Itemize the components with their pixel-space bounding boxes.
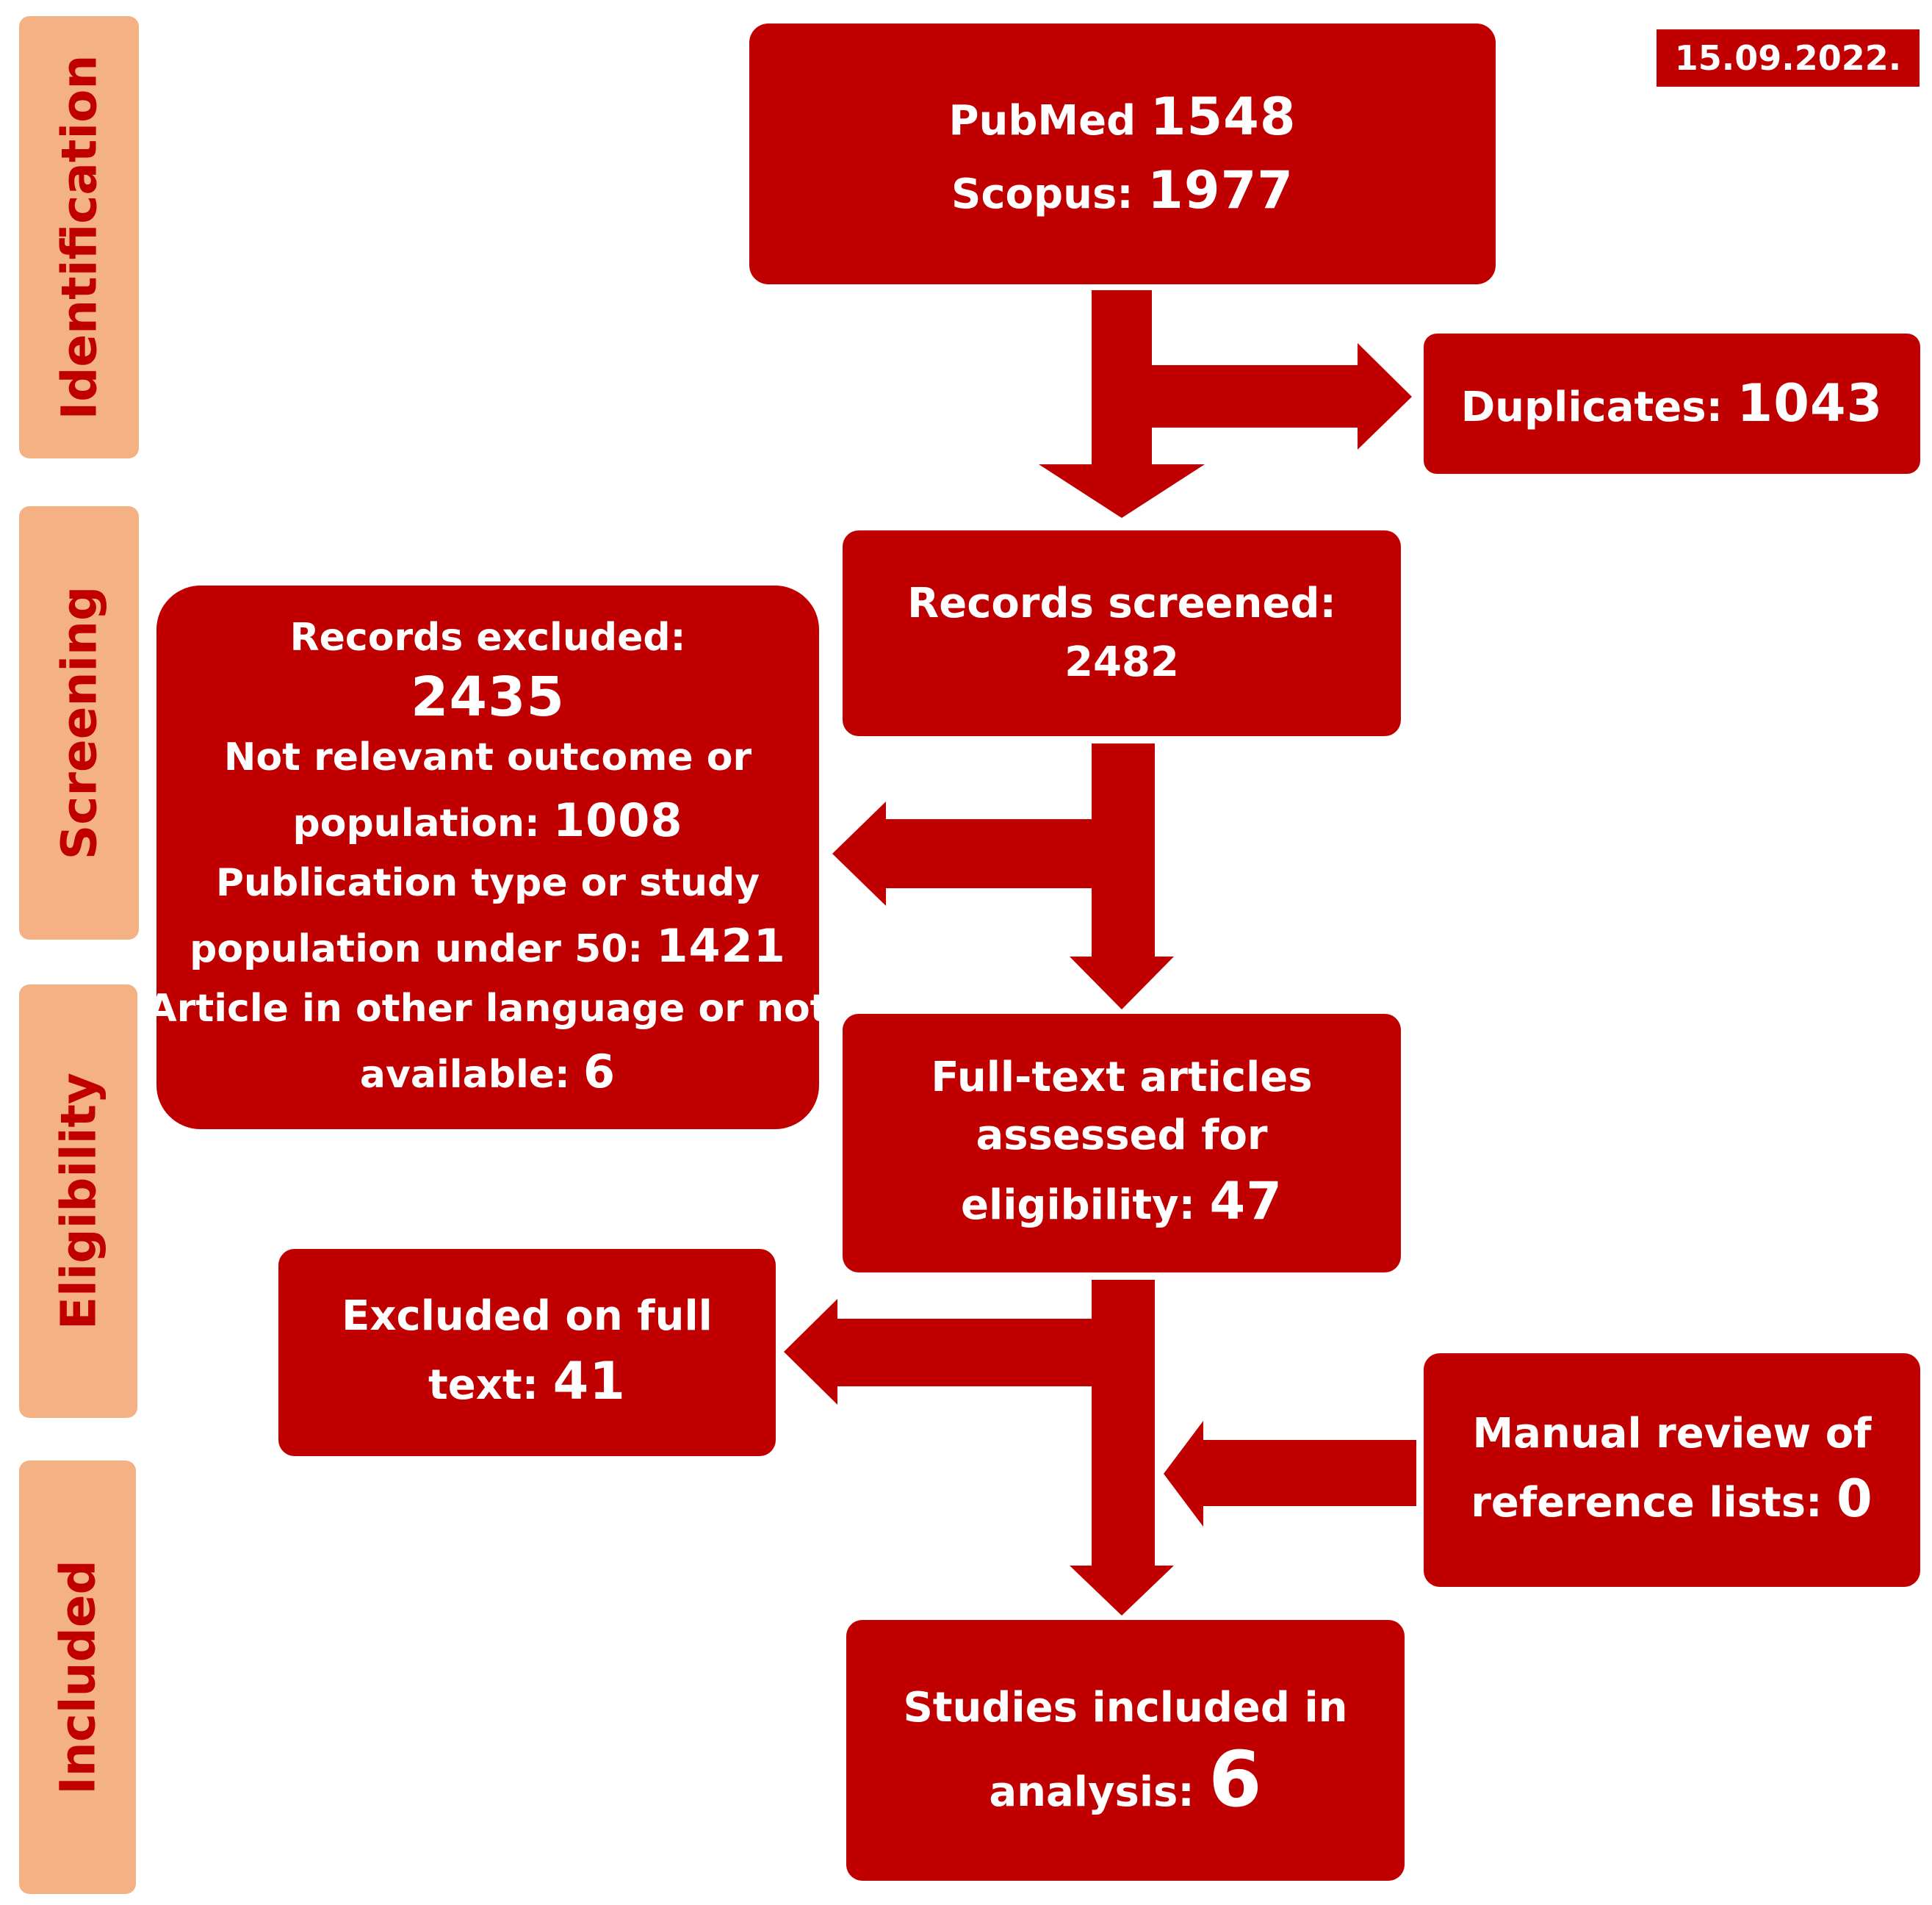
excluded-fulltext-count: 41 — [552, 1351, 626, 1412]
records-excluded-label: Records excluded: — [289, 615, 686, 660]
scopus-label: Scopus: — [951, 170, 1133, 218]
manual-review-line2: reference lists: 0 — [1471, 1463, 1873, 1535]
included-label: analysis: — [989, 1768, 1194, 1816]
reason1-label: population: — [292, 802, 540, 846]
arrow-down-screening — [1070, 743, 1174, 1009]
reason3-label: available: — [359, 1053, 570, 1098]
duplicates-label: Duplicates: — [1460, 383, 1723, 431]
reason3-line2: available: 6 — [360, 1037, 616, 1106]
included-line1: Studies included in — [903, 1684, 1348, 1732]
fulltext-assessed-box: Full-text articles assessed for eligibil… — [843, 1014, 1401, 1272]
arrow-from-manual-review — [1164, 1421, 1416, 1527]
reason1-line2: population: 1008 — [293, 786, 683, 854]
arrow-left-records-excluded — [832, 802, 1092, 906]
manual-review-line1: Manual review of — [1472, 1409, 1872, 1458]
reason3-count: 6 — [583, 1045, 616, 1099]
reason1-line1: Not relevant outcome or — [223, 735, 752, 780]
phase-label-screening: Screening — [51, 586, 107, 860]
duplicates-count: 1043 — [1737, 372, 1884, 433]
scopus-count: 1977 — [1147, 159, 1294, 220]
duplicates-line: Duplicates: 1043 — [1461, 367, 1884, 440]
records-excluded-count: 2435 — [411, 665, 565, 729]
scopus-line: Scopus: 1977 — [951, 154, 1294, 227]
manual-review-label: reference lists: — [1471, 1479, 1823, 1527]
included-line2: analysis: 6 — [989, 1737, 1261, 1822]
manual-review-box: Manual review of reference lists: 0 — [1424, 1353, 1920, 1587]
date-stamp: 15.09.2022. — [1657, 29, 1920, 87]
date-text: 15.09.2022. — [1674, 38, 1902, 78]
phase-band-identification: Identification — [19, 16, 139, 458]
reason2-label: population under 50: — [190, 927, 644, 972]
arrow-down-eligibility — [1070, 1280, 1174, 1616]
excluded-fulltext-box: Excluded on full text: 41 — [278, 1249, 776, 1456]
phase-label-eligibility: Eligibility — [50, 1073, 107, 1330]
phase-band-eligibility: Eligibility — [19, 984, 137, 1418]
fulltext-label: eligibility: — [961, 1181, 1196, 1229]
records-excluded-box: Records excluded: 2435 Not relevant outc… — [147, 586, 829, 1129]
records-screened-count: 2482 — [1064, 638, 1179, 686]
excluded-fulltext-line2: text: 41 — [428, 1345, 626, 1418]
pubmed-line: PubMed 1548 — [948, 81, 1296, 154]
fulltext-line3: eligibility: 47 — [961, 1165, 1283, 1238]
records-screened-label: Records screened: — [907, 580, 1336, 628]
pubmed-count: 1548 — [1150, 87, 1297, 148]
fulltext-line2: assessed for — [976, 1112, 1268, 1160]
pubmed-label: PubMed — [948, 97, 1136, 145]
fulltext-count: 47 — [1209, 1170, 1283, 1231]
phase-band-screening: Screening — [19, 506, 139, 940]
arrow-right-duplicates — [1152, 343, 1412, 450]
phase-band-included: Included — [19, 1461, 136, 1894]
arrow-down-identification — [1039, 290, 1205, 518]
reason2-count: 1421 — [656, 919, 786, 973]
reason3-line1: Article in other language or not — [147, 987, 829, 1031]
phase-label-identification: Identification — [51, 54, 107, 420]
reason1-count: 1008 — [552, 793, 683, 848]
reason2-line2: population under 50: 1421 — [190, 912, 786, 980]
records-screened-box: Records screened: 2482 — [843, 530, 1401, 736]
manual-review-count: 0 — [1837, 1469, 1873, 1530]
excluded-fulltext-line1: Excluded on full — [342, 1292, 713, 1340]
studies-included-box: Studies included in analysis: 6 — [846, 1620, 1405, 1881]
fulltext-line1: Full-text articles — [931, 1053, 1313, 1101]
duplicates-box: Duplicates: 1043 — [1424, 334, 1920, 474]
included-count: 6 — [1208, 1735, 1262, 1824]
excluded-fulltext-label: text: — [428, 1361, 539, 1410]
reason2-line1: Publication type or study — [215, 861, 760, 906]
arrow-left-excluded-fulltext — [784, 1299, 1092, 1405]
identification-box: PubMed 1548 Scopus: 1977 — [749, 24, 1496, 284]
phase-label-included: Included — [49, 1560, 106, 1795]
